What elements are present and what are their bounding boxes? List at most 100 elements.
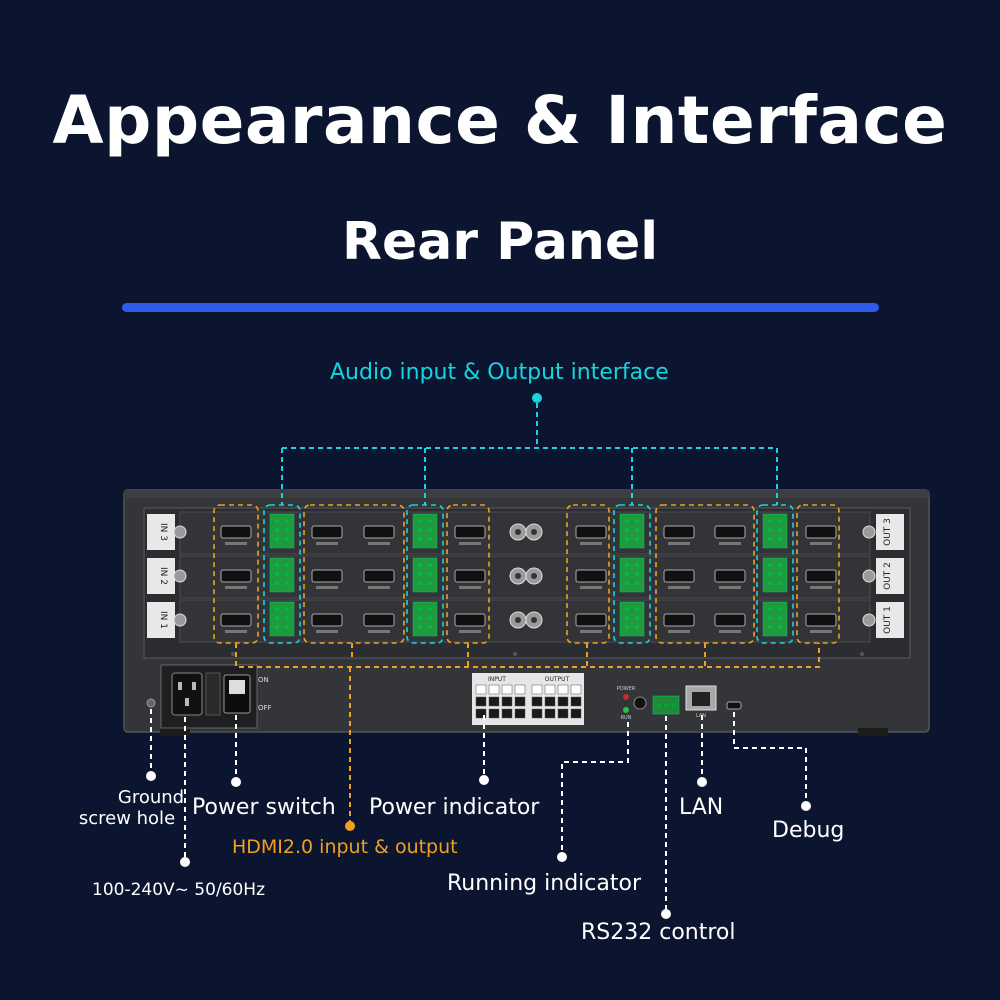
ground-callout-dot [146,771,156,781]
audio-terminal [275,537,279,541]
audio-connector[interactable] [619,601,645,637]
audio-terminal [275,528,279,532]
card-row [179,511,871,555]
bnc-connector-center [531,617,537,623]
side-bnc-connector[interactable] [173,613,187,627]
hdmi-port-tag [459,542,481,545]
audio-connector[interactable] [412,513,438,549]
hdmi-port[interactable] [805,613,837,627]
hdmi-port[interactable] [220,613,252,627]
hdmi-port-tag [580,586,602,589]
slot-label-in1: IN 1 [158,611,168,629]
ac-inlet [171,672,203,716]
audio-terminal [418,572,422,576]
audio-terminal [428,625,432,629]
audio-terminal [778,616,782,620]
slot-label-in3: IN 3 [158,523,168,541]
bnc-connector-center [531,529,537,535]
hdmi-port[interactable] [311,569,343,583]
audio-terminal [625,607,629,611]
switch-on-label: ON [258,676,269,684]
hdmi-port-tag [316,542,338,545]
side-bnc-connector[interactable] [862,613,876,627]
audio-connector[interactable] [762,513,788,549]
hdmi-port[interactable] [663,613,695,627]
audio-terminal [635,625,639,629]
side-bnc-connector[interactable] [173,569,187,583]
hdmi-port[interactable] [714,525,746,539]
usb-debug-port[interactable] [726,701,742,710]
audio-connector[interactable] [762,557,788,593]
hdmi-port-tag [668,586,690,589]
io-grid-cell [557,696,569,707]
audio-connector[interactable] [269,557,295,593]
hdmi-port[interactable] [714,569,746,583]
audio-terminal [418,537,422,541]
io-grid-cell [475,684,487,695]
io-grid-cell [570,684,582,695]
slot-label-in2: IN 2 [158,567,168,585]
io-grid-cell [557,708,569,719]
io-grid-cell [514,684,526,695]
side-bnc-connector[interactable] [173,525,187,539]
hdmi-port[interactable] [714,613,746,627]
hdmi-port-tag [810,542,832,545]
hdmi-port[interactable] [575,613,607,627]
audio-connector[interactable] [412,557,438,593]
audio-terminal [285,537,289,541]
io-grid-cell [501,696,513,707]
io-grid-cell [514,696,526,707]
running-indicator-label: Running indicator [447,871,641,896]
ground-screw-label: Ground screw hole [76,787,226,829]
hdmi-port[interactable] [454,613,486,627]
audio-terminal [285,563,289,567]
hdmi-port-tag [810,630,832,633]
audio-connector[interactable] [269,601,295,637]
io-grid-cell [570,708,582,719]
io-grid-cell [531,684,543,695]
hdmi-port[interactable] [363,569,395,583]
audio-connector[interactable] [762,601,788,637]
hdmi-port[interactable] [363,613,395,627]
audio-interface-label: Audio input & Output interface [330,360,669,385]
hdmi-port[interactable] [220,525,252,539]
hdmi-port[interactable] [454,569,486,583]
hdmi-port[interactable] [454,525,486,539]
hdmi-port[interactable] [663,525,695,539]
hdmi-port[interactable] [311,613,343,627]
hdmi-callout-lines [235,643,820,831]
audio-terminal [275,581,279,585]
audio-terminal [275,519,279,523]
audio-connector[interactable] [619,557,645,593]
hdmi-port-tag [668,630,690,633]
hdmi-port-tag [316,630,338,633]
hdmi-port[interactable] [663,569,695,583]
io-grid-cell [475,708,487,719]
ground-label-line1: Ground [117,787,185,808]
hdmi-port-tag [368,630,390,633]
audio-terminal [625,563,629,567]
audio-terminal [768,581,772,585]
audio-terminal [778,528,782,532]
hdmi-port[interactable] [363,525,395,539]
hdmi-port[interactable] [311,525,343,539]
hdmi-port-tag [368,542,390,545]
hdmi-port-tag [668,542,690,545]
hdmi-port[interactable] [575,569,607,583]
audio-terminal [635,607,639,611]
side-bnc-connector[interactable] [862,569,876,583]
hdmi-port[interactable] [220,569,252,583]
audio-connector[interactable] [412,601,438,637]
hdmi-port[interactable] [805,525,837,539]
io-grid-cell [475,696,487,707]
audio-terminal [275,625,279,629]
run-led-label: RUN [621,715,632,721]
audio-terminal [625,519,629,523]
side-bnc-connector[interactable] [862,525,876,539]
hdmi-port[interactable] [805,569,837,583]
audio-connector[interactable] [269,513,295,549]
slot-label-out2: OUT 2 [883,562,893,590]
hdmi-port[interactable] [575,525,607,539]
audio-connector[interactable] [619,513,645,549]
